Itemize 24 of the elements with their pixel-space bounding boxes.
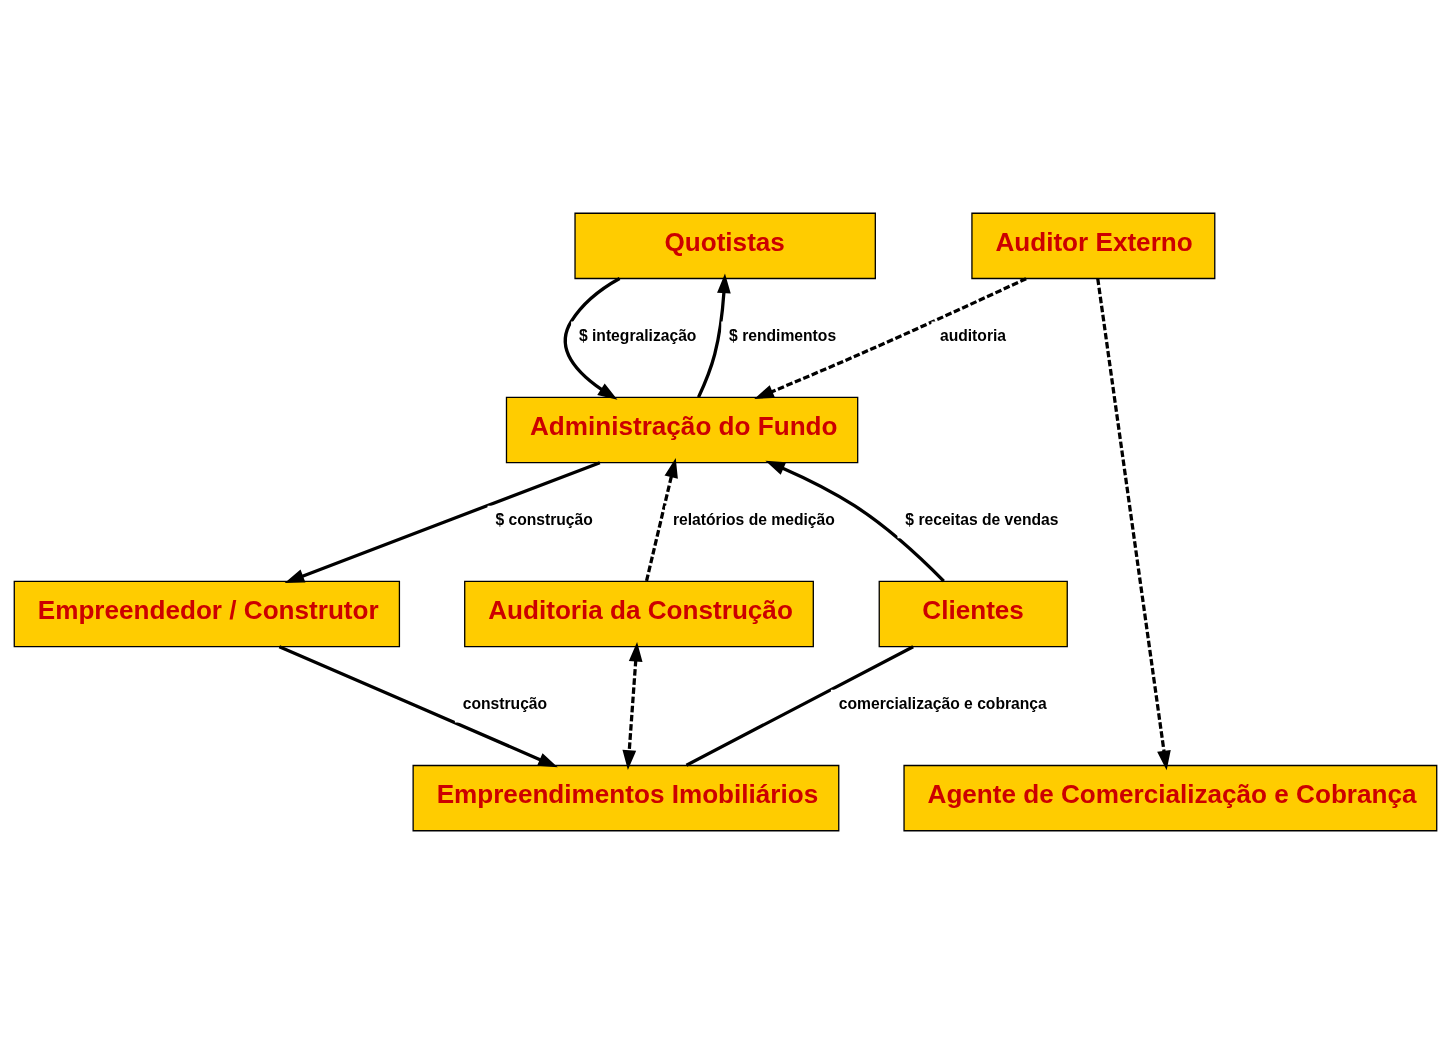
edge-label: relatórios de medição <box>672 510 835 528</box>
node-box: Empreendimentos Imobiliários <box>412 764 840 831</box>
node-box: Auditor Externo <box>971 212 1216 279</box>
arrow <box>754 276 1027 399</box>
arrow <box>644 457 678 581</box>
arrow <box>1096 277 1171 770</box>
edge-label: $ construção <box>495 510 593 528</box>
arrow <box>765 460 945 582</box>
node-box: Auditoria da Construção <box>464 580 814 647</box>
edge-label: $ receitas de vendas <box>905 510 1059 528</box>
arrow <box>697 273 731 398</box>
edge-label: auditoria <box>939 326 1007 344</box>
node-box: Quotistas <box>574 212 876 279</box>
edge-label: construção <box>462 694 548 712</box>
node-box: Empreendedor / Construtor <box>13 580 401 647</box>
edge-label: comercialização e cobrança <box>838 694 1047 712</box>
arrow <box>622 641 643 770</box>
node-box: Administração do Fundo <box>505 396 859 463</box>
node-box: Agente de Comercialização e Cobrança <box>903 764 1438 831</box>
arrow <box>563 276 621 400</box>
edge-label: $ rendimentos <box>729 326 837 344</box>
node-box: Clientes <box>878 580 1068 647</box>
connector <box>685 644 914 767</box>
edge-label: $ integralização <box>578 326 697 344</box>
